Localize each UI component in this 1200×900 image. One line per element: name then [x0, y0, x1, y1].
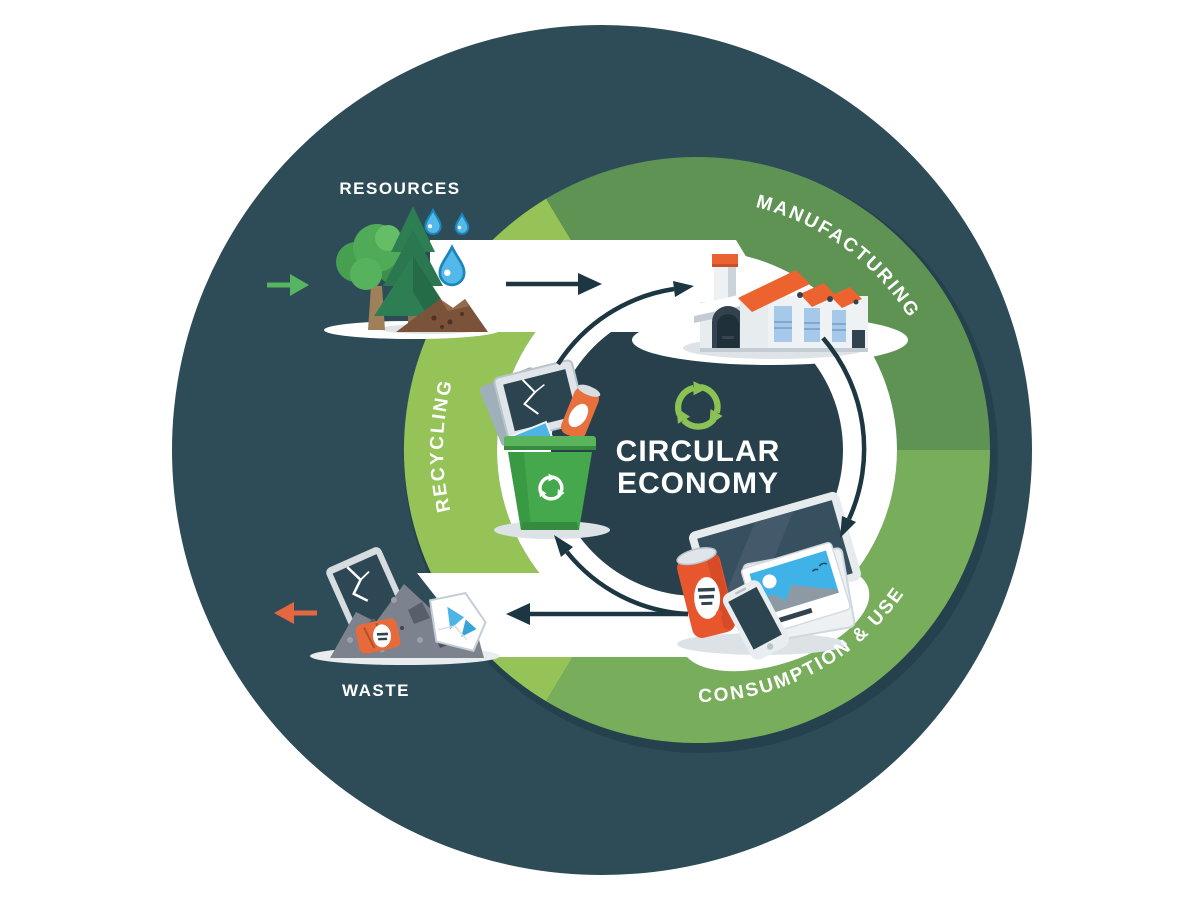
- flow-arrows: [506, 273, 867, 625]
- water-drops-icon: [424, 207, 470, 287]
- resources-label: RESOURCES: [339, 179, 460, 198]
- flow-arrow-recycling-to-manufacturing: [556, 281, 694, 366]
- factory-icon: [632, 254, 908, 365]
- soil-icon: [396, 299, 488, 332]
- smartphone-icon: [722, 580, 790, 660]
- waste-illustration: [310, 547, 500, 665]
- ring-segment-manufacturing: [546, 156, 990, 450]
- flow-arrow-to-waste: [506, 603, 688, 625]
- flow-arrow-resources-to-manufacturing: [506, 273, 602, 295]
- crushed-can-icon: [355, 618, 401, 654]
- consumer-devices: [676, 491, 870, 672]
- waste-label: WASTE: [342, 681, 410, 700]
- flow-arrow-manufacturing-to-consumption: [821, 336, 867, 538]
- pine-tree-icon: [374, 206, 452, 332]
- output-arrow-icon: [274, 602, 317, 624]
- ewaste-icon: [479, 359, 601, 452]
- input-arrow-icon: [267, 274, 309, 296]
- ring-segment-consumption: [546, 450, 990, 744]
- recycle-bin-icon: [479, 359, 610, 539]
- crumpled-paper-icon: [428, 592, 487, 653]
- center-title-line1: CIRCULAR: [616, 435, 781, 468]
- resources-illustration: [324, 206, 500, 339]
- center-title-line2: ECONOMY: [617, 467, 779, 500]
